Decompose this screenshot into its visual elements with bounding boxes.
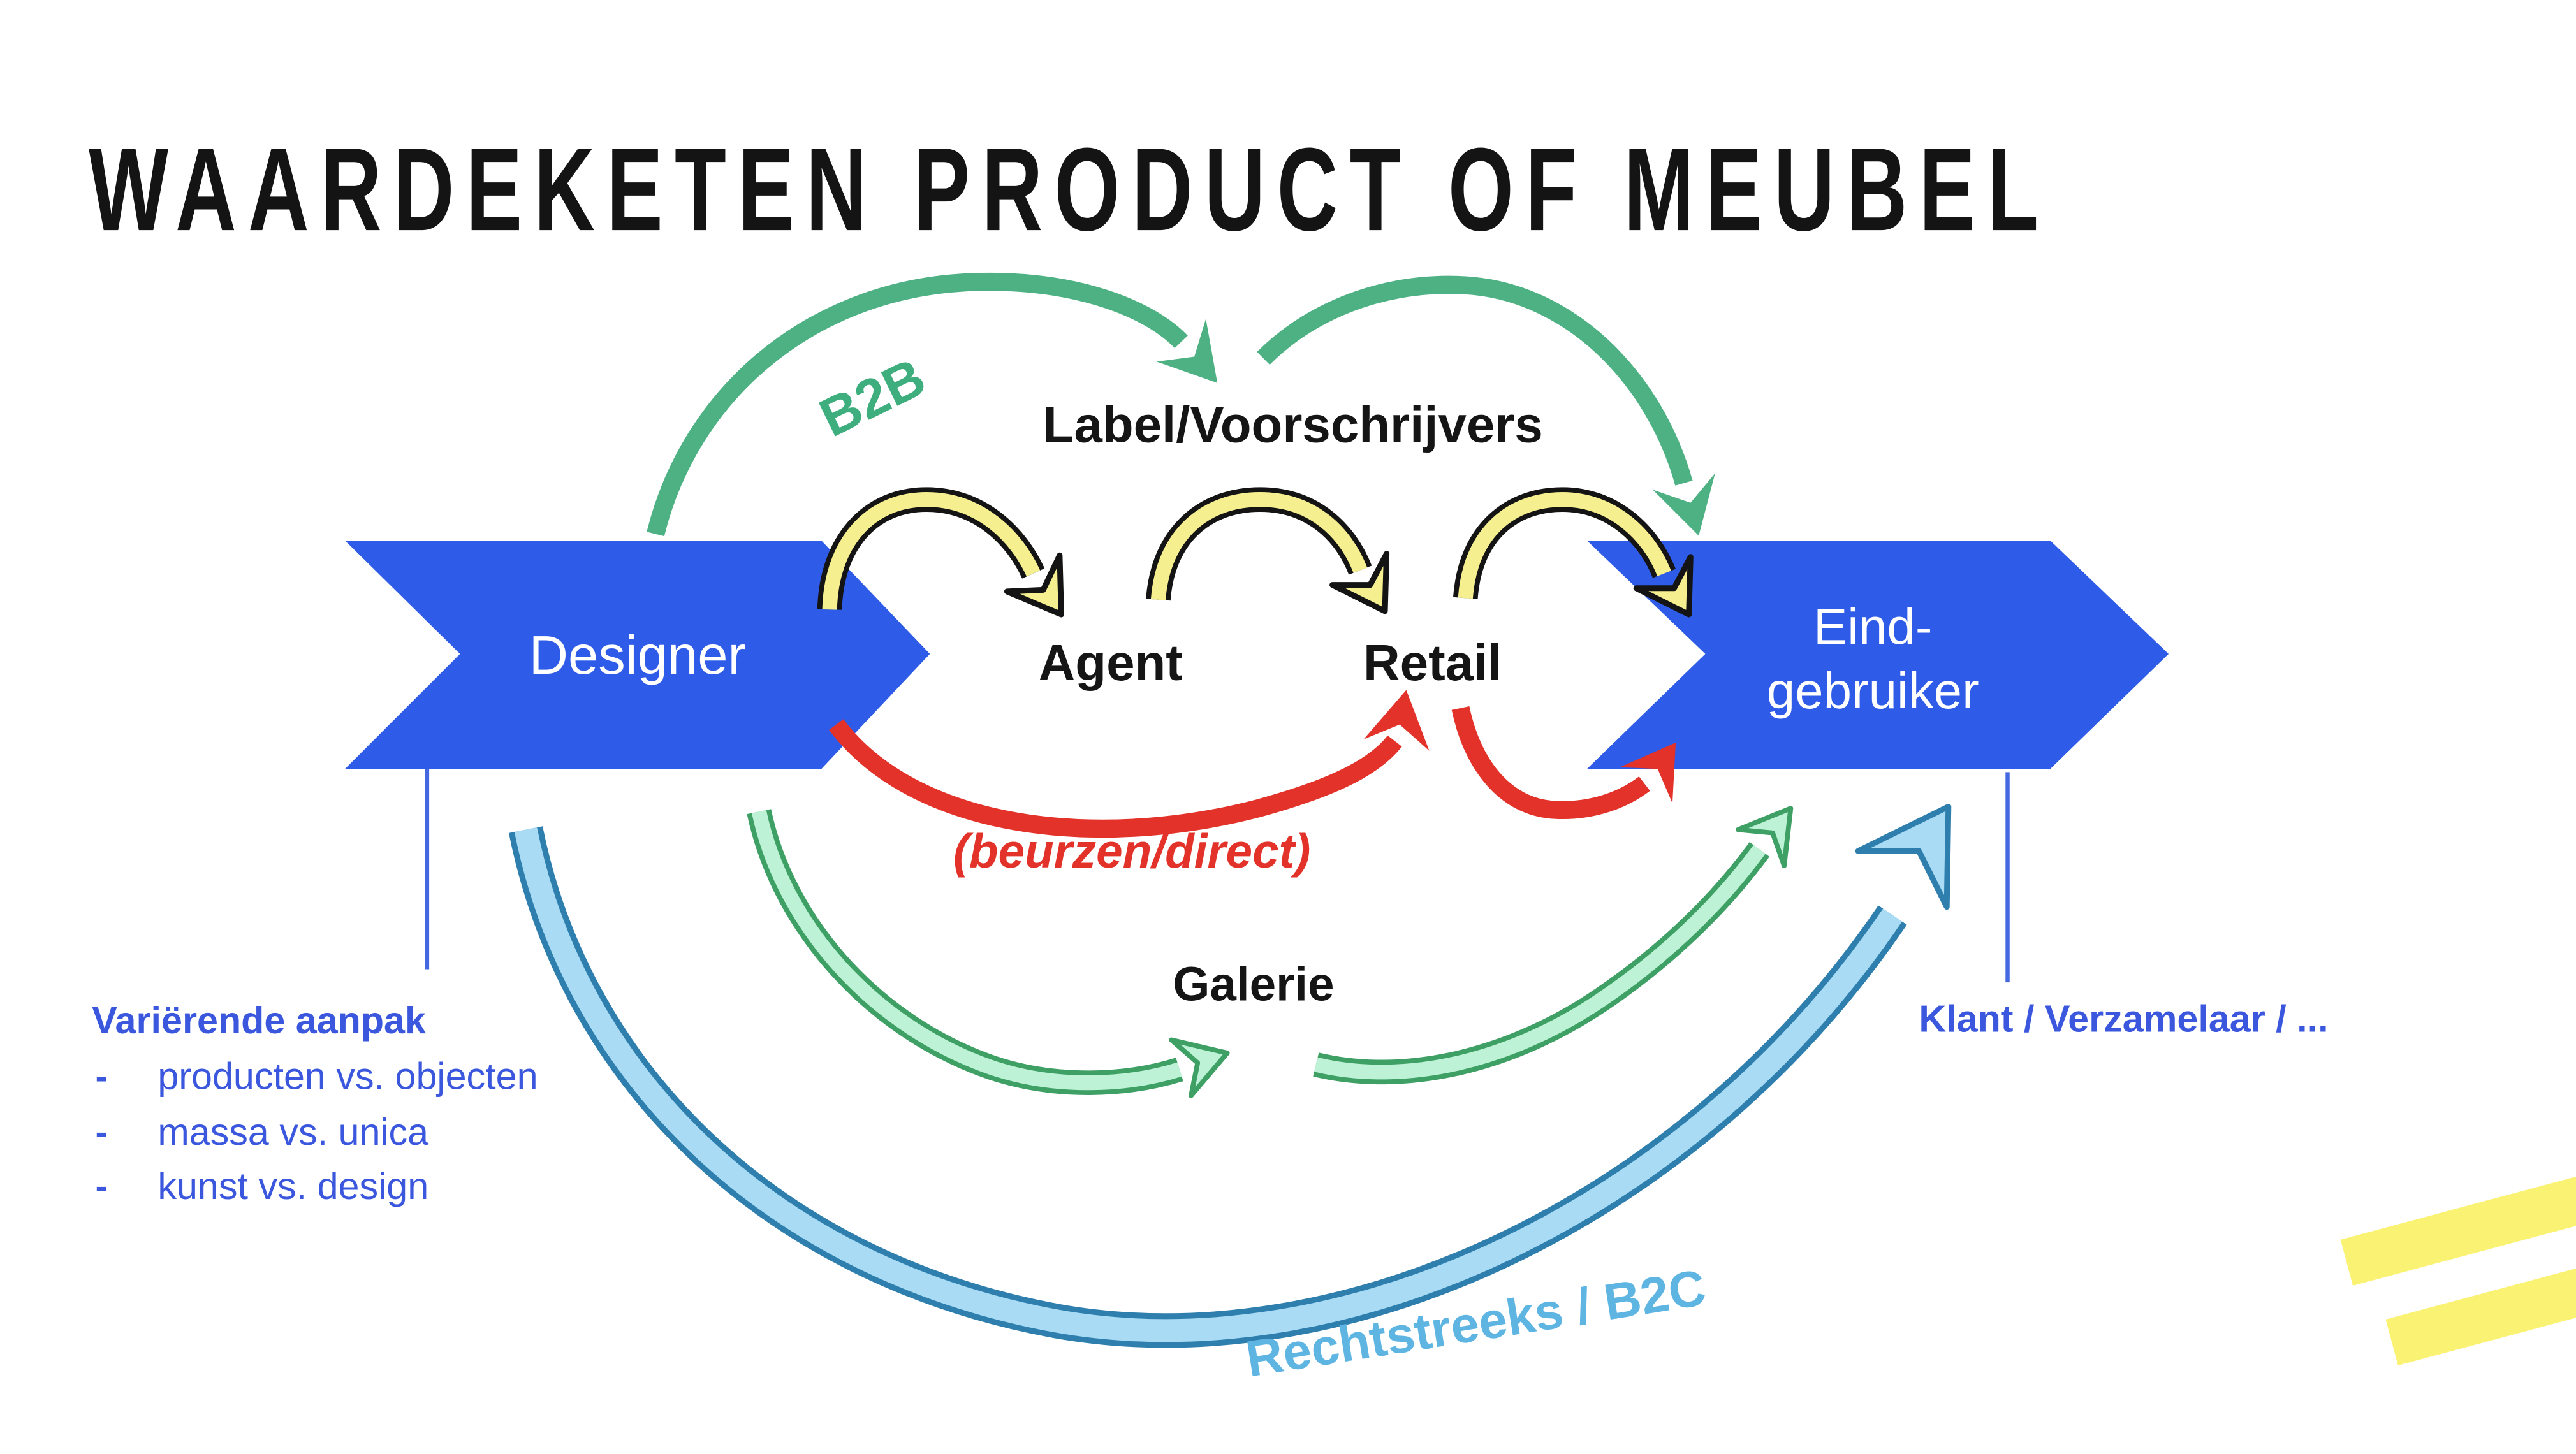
designer-chevron [345, 541, 930, 769]
hop-arrowhead-1 [1004, 552, 1064, 618]
eindgebruiker-label-line2: gebruiker [1767, 662, 1979, 719]
decor-stripe-2 [2385, 1209, 2576, 1366]
hop-arrow-designer-to-agent [817, 487, 1064, 618]
corner-stripes [2340, 1129, 2576, 1366]
retail-label: Retail [1363, 634, 1502, 691]
right-note-label: Klant / Verzamelaar / ... [1919, 997, 2328, 1040]
b2b-label: B2B [810, 347, 935, 449]
b2b-arrowhead-2 [1652, 473, 1715, 536]
page-title: WAARDEKETEN PRODUCT OF MEUBEL [89, 124, 2050, 256]
beurzen-direct-arrowhead-1 [1363, 690, 1430, 751]
rechtstreeks-b2c-arrow [508, 803, 1952, 1348]
galerie-arrowhead-1 [1169, 1037, 1230, 1098]
beurzen-direct-arrow-designer-to-retail [829, 690, 1430, 838]
label-voorschrijvers-label: Label/Voorschrijvers [1043, 396, 1543, 453]
left-note-bullet-3: - [95, 1165, 108, 1207]
eindgebruiker-chevron [1586, 541, 2169, 769]
b2b-arrow-label-to-eindgebruiker [1257, 275, 1715, 536]
beurzen-direct-arrow-retail-to-eindgebruiker [1451, 706, 1676, 820]
galerie-arrow-designer-to-galerie [747, 809, 1230, 1098]
left-note-item-2: massa vs. unica [157, 1110, 428, 1153]
hop-arrowhead-2 [1329, 551, 1390, 614]
agent-label: Agent [1039, 634, 1183, 691]
galerie-label: Galerie [1173, 957, 1334, 1010]
left-note-heading: Variërende aanpak [92, 999, 427, 1042]
left-note-item-1: producten vs. objecten [157, 1055, 538, 1098]
left-note-bullet-1: - [95, 1055, 108, 1098]
rechtstreeks-b2c-arrowhead [1855, 803, 1952, 910]
beurzen-direct-arrowhead-2 [1620, 742, 1676, 804]
galerie-arrowhead-2 [1736, 806, 1794, 869]
left-note-bullet-2: - [95, 1110, 108, 1153]
hop-arrow-agent-to-retail [1146, 487, 1390, 614]
decor-stripe-1 [2340, 1129, 2576, 1286]
designer-label: Designer [529, 625, 746, 686]
beurzen-direct-label: (beurzen/direct) [953, 824, 1310, 878]
hop-arrowhead-3 [1633, 554, 1694, 618]
left-note-item-3: kunst vs. design [157, 1165, 428, 1207]
hop-arrow-retail-to-eindgebruiker [1453, 487, 1694, 618]
eindgebruiker-label-line1: Eind- [1813, 598, 1932, 655]
galerie-arrow-galerie-to-eindgebruiker [1313, 806, 1794, 1085]
